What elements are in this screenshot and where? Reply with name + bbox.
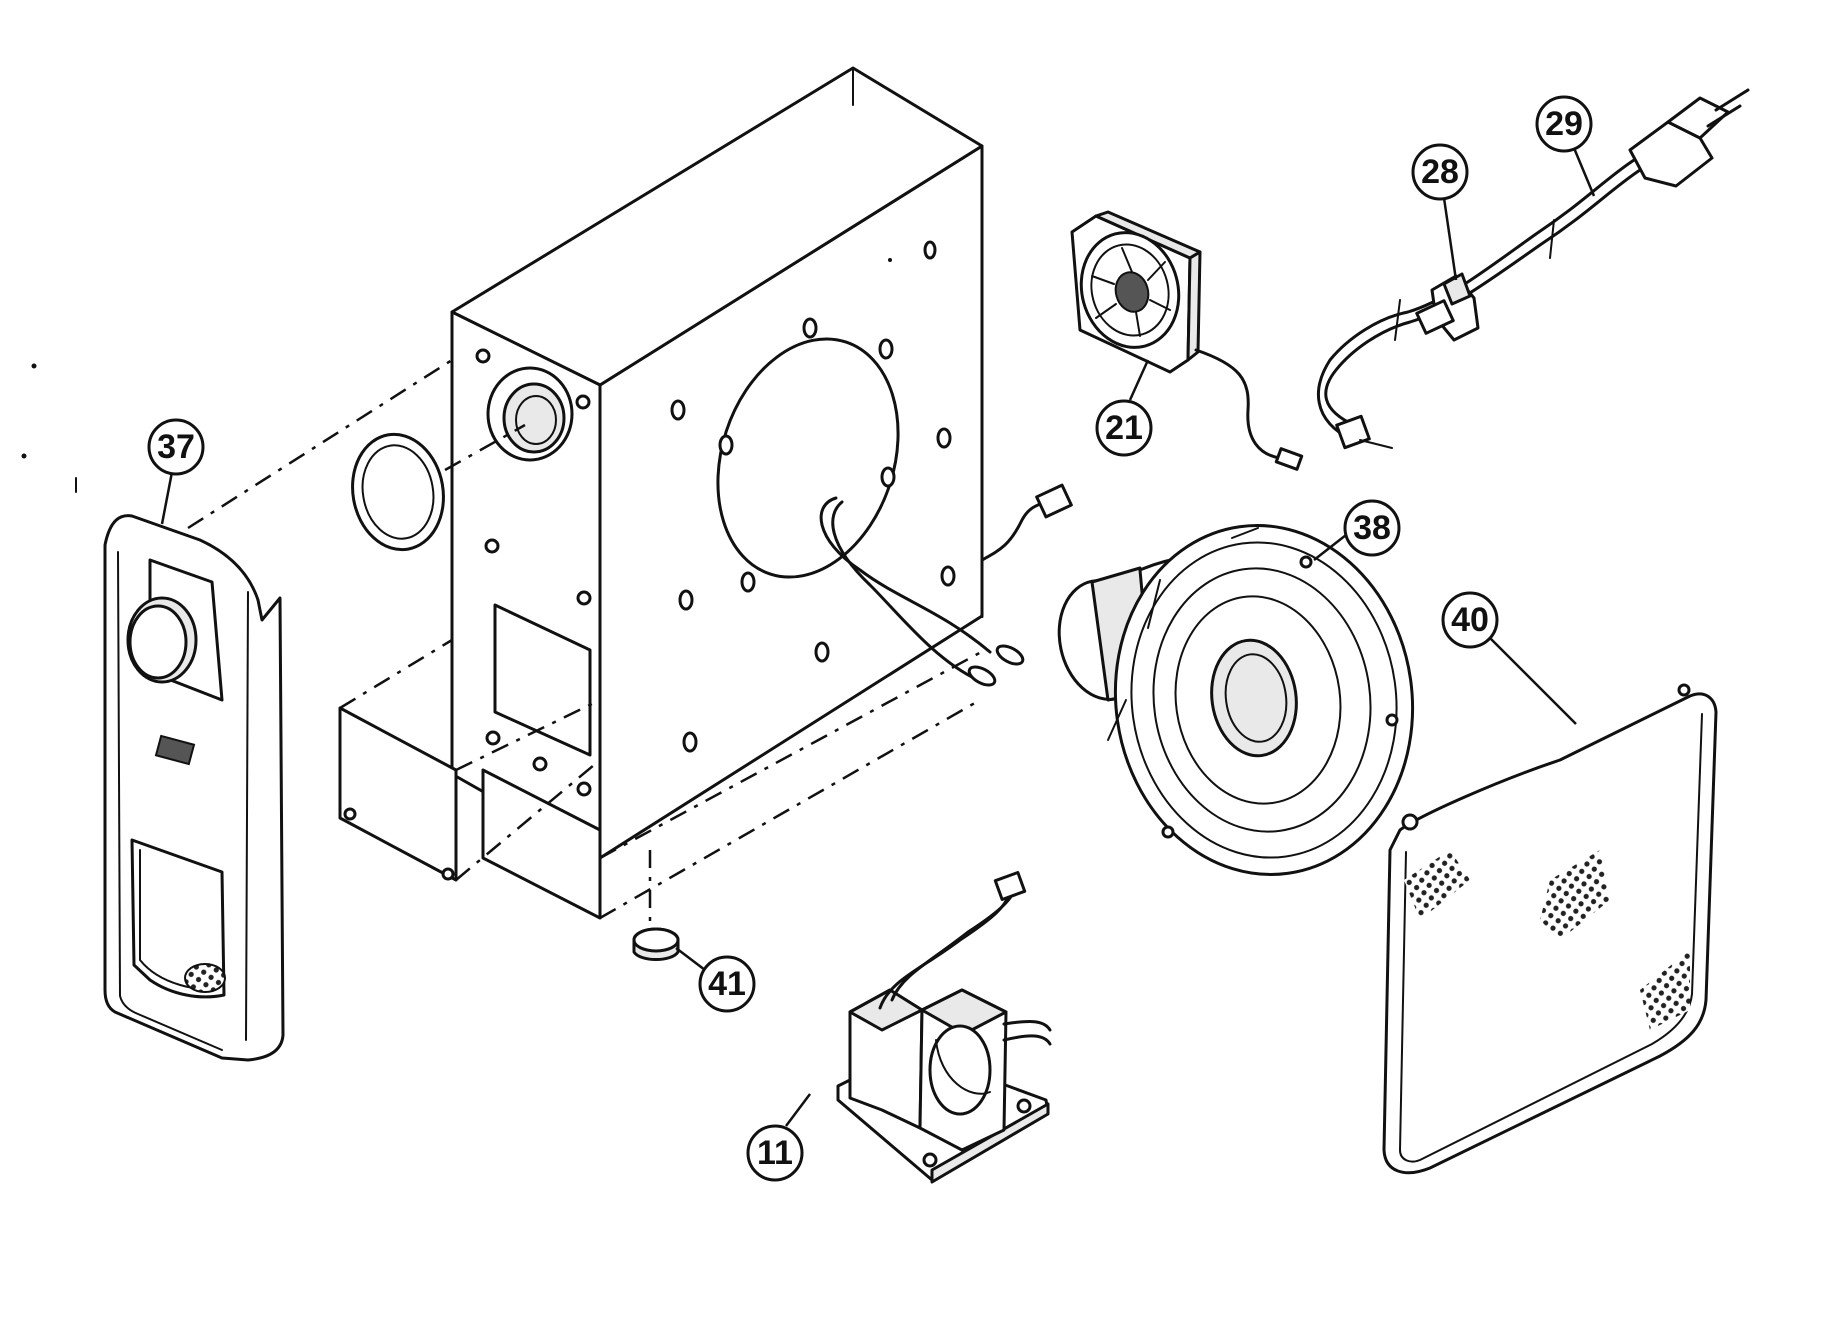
grille-mesh-texture bbox=[1404, 850, 1470, 920]
svg-text:37: 37 bbox=[157, 428, 195, 466]
callout-11: 11 bbox=[746, 1093, 811, 1182]
speaker-cabinet bbox=[450, 66, 1073, 860]
internal-cable bbox=[819, 496, 992, 654]
svg-text:29: 29 bbox=[1545, 105, 1583, 143]
svg-text:28: 28 bbox=[1421, 153, 1459, 191]
callout-41: 41 bbox=[675, 947, 756, 1013]
part-transformer bbox=[836, 870, 1052, 1184]
part-rubber-foot bbox=[632, 927, 680, 961]
svg-text:41: 41 bbox=[708, 965, 746, 1003]
svg-text:21: 21 bbox=[1105, 409, 1143, 447]
cabinet-side-screws bbox=[670, 240, 956, 753]
part-power-cord bbox=[1317, 88, 1750, 450]
svg-text:38: 38 bbox=[1353, 509, 1391, 547]
cabinet-connector bbox=[1035, 483, 1073, 519]
svg-text:11: 11 bbox=[757, 1134, 793, 1172]
callout-40: 40 bbox=[1441, 591, 1577, 725]
cabinet-front-screws bbox=[475, 348, 592, 797]
part-strain-relief bbox=[1415, 272, 1480, 342]
assembly-guide-lines bbox=[187, 358, 986, 922]
callout-29: 29 bbox=[1535, 95, 1596, 197]
part-cooling-fan bbox=[1070, 210, 1304, 471]
callout-38: 38 bbox=[1313, 499, 1401, 561]
callout-21: 21 bbox=[1095, 359, 1153, 457]
scan-speckles bbox=[21, 258, 892, 493]
cabinet-tweeter-opening bbox=[486, 366, 574, 462]
part-grille bbox=[1382, 683, 1718, 1175]
bezel-logo-badge bbox=[154, 734, 196, 766]
svg-text:40: 40 bbox=[1451, 601, 1489, 639]
tweeter-gasket-ring bbox=[351, 432, 445, 552]
callout-37: 37 bbox=[147, 418, 205, 525]
part-front-bezel bbox=[103, 514, 285, 1062]
callout-28: 28 bbox=[1411, 143, 1469, 281]
part-woofer bbox=[1057, 523, 1415, 877]
